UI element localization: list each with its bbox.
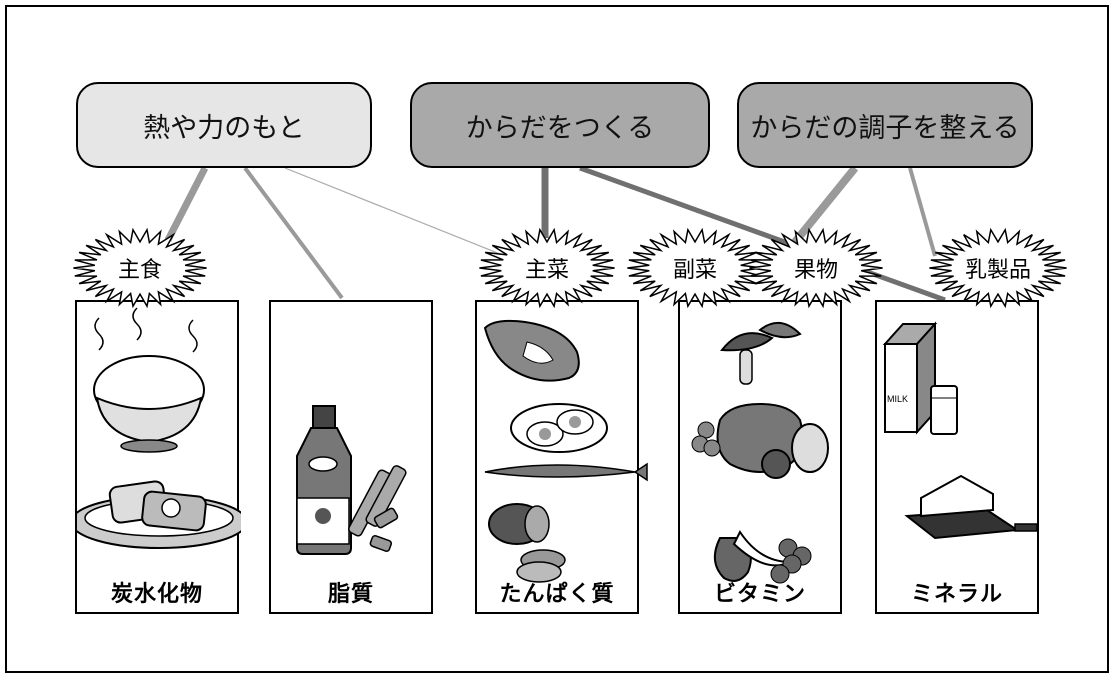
starburst-shape [929, 227, 1067, 309]
nutrient-carbohydrate: 炭水化物 [110, 582, 203, 607]
dish-main: 主菜 [478, 227, 616, 309]
category-condition-label: からだの調子を整える [750, 112, 1020, 144]
dish-dairy-label: 乳製品 [964, 258, 1031, 283]
category-body: からだをつくる [410, 82, 710, 168]
nutrient-mineral: ミネラル [910, 582, 1003, 607]
dish-fruit: 果物 [748, 227, 884, 309]
panel-mineral: MILK ミネラル [875, 300, 1039, 614]
starburst-shape [749, 227, 883, 309]
link-energy-lipid [243, 166, 344, 300]
starburst-polygon [627, 227, 763, 309]
link-energy-main [284, 167, 521, 263]
dish-main-label: 主菜 [524, 258, 569, 283]
dish-dairy: 乳製品 [928, 227, 1068, 309]
starburst-polygon [73, 227, 207, 309]
nutrient-protein: たんぱく質 [499, 582, 615, 607]
starburst-shape [73, 227, 207, 309]
link-energy-staple [164, 166, 209, 242]
panel-protein: たんぱく質 [475, 300, 648, 614]
starburst-polygon [929, 227, 1067, 309]
nutrient-vitamin: ビタミン [713, 582, 806, 607]
category-energy-label: 熱や力のもと [143, 112, 305, 144]
oil-butter-illustration [296, 405, 407, 555]
category-condition: からだの調子を整える [737, 82, 1033, 168]
dish-fruit-label: 果物 [793, 258, 838, 283]
outer-frame [5, 5, 1109, 673]
starburst-polygon [749, 227, 883, 309]
category-energy: 熱や力のもと [76, 82, 372, 168]
milk-label: MILK [887, 394, 908, 404]
starburst-shape [627, 227, 763, 309]
milk-cheese-illustration: MILK [882, 321, 1038, 540]
starburst-polygon [479, 227, 615, 309]
rice-bread-illustration [77, 307, 241, 549]
vegetable-fruit-illustration [691, 322, 829, 584]
meat-egg-fish-illustration [483, 319, 648, 583]
dish-staple-label: 主食 [117, 258, 162, 283]
dish-staple: 主食 [72, 227, 208, 309]
nutrient-lipid: 脂質 [327, 582, 374, 607]
panel-lipid: 脂質 [269, 300, 433, 614]
dish-side: 副菜 [626, 227, 764, 309]
dish-side-label: 副菜 [672, 258, 717, 283]
link-condition-dairy [908, 167, 937, 257]
link-condition-fruit [791, 165, 859, 245]
category-body-label: からだをつくる [465, 112, 655, 144]
starburst-shape [479, 227, 615, 309]
link-body-dairy [579, 165, 946, 303]
panel-vitamin: ビタミン [678, 300, 842, 614]
panel-carbohydrate: 炭水化物 [75, 300, 241, 614]
